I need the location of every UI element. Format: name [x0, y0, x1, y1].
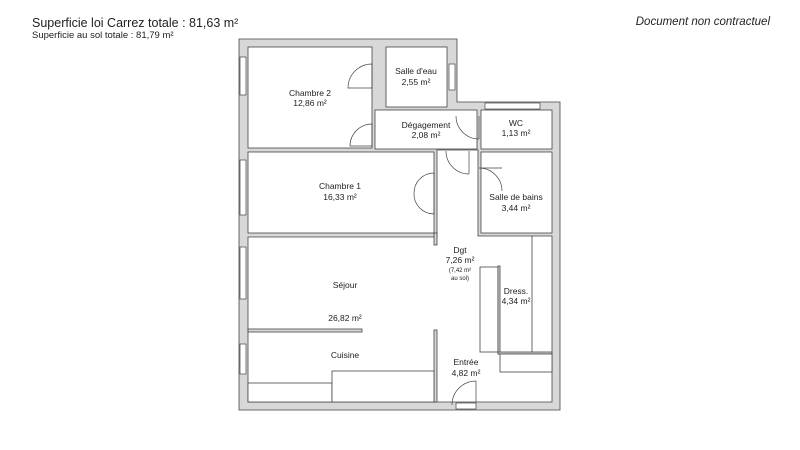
dress-shelf: [499, 353, 553, 373]
room-wc: [480, 109, 553, 150]
label-dgt: Dgt: [453, 245, 467, 255]
note-dgt-2: au sol): [451, 276, 469, 282]
kitchen-counter-1: [247, 382, 333, 403]
door-chambre1: [413, 172, 435, 215]
door-entree: [451, 380, 477, 406]
area-degagement: 2,08 m²: [412, 130, 441, 140]
room-chambre2: [247, 46, 373, 149]
area-salle-eau: 2,55 m²: [402, 77, 431, 87]
floor-total: Superficie au sol totale : 81,79 m²: [32, 30, 174, 41]
door-salle-bains: [478, 167, 503, 192]
windows: [239, 56, 541, 410]
note-dgt-1: (7,42 m²: [449, 268, 471, 274]
wall-entree: [433, 329, 438, 403]
room-chambre1: [247, 151, 435, 234]
room-salle-eau: [385, 46, 448, 108]
label-entree: Entrée: [453, 357, 478, 367]
area-salle-bains: 3,44 m²: [502, 203, 531, 213]
area-chambre1: 16,33 m²: [323, 192, 357, 202]
door-chambre2-b: [349, 123, 373, 147]
label-dress: Dress.: [504, 286, 529, 296]
label-degagement: Dégagement: [402, 120, 451, 130]
label-chambre1: Chambre 1: [319, 181, 361, 191]
door-dgt: [445, 150, 470, 175]
area-chambre2: 12,86 m²: [293, 98, 327, 108]
label-sejour: Séjour: [333, 280, 358, 290]
wall-dgt-stub: [433, 232, 438, 246]
door-degagement: [455, 115, 480, 140]
door-chambre2: [347, 63, 373, 89]
area-wc: 1,13 m²: [502, 128, 531, 138]
wall-sejour-cuisine: [247, 328, 363, 333]
area-dress: 4,34 m²: [502, 296, 531, 306]
disclaimer: Document non contractuel: [635, 16, 770, 28]
room-salle-bains: [480, 151, 553, 234]
label-cuisine: Cuisine: [331, 350, 360, 360]
area-sejour: 26,82 m²: [328, 313, 362, 323]
dress-closet: [479, 266, 499, 353]
kitchen-counter-2: [331, 370, 435, 403]
label-chambre2: Chambre 2: [289, 88, 331, 98]
area-entree: 4,82 m²: [452, 368, 481, 378]
label-wc: WC: [509, 118, 523, 128]
area-dgt: 7,26 m²: [446, 255, 475, 265]
dress-wall: [497, 265, 501, 355]
label-salle-eau: Salle d'eau: [395, 66, 437, 76]
label-salle-bains: Salle de bains: [489, 192, 542, 202]
carrez-total: Superficie loi Carrez totale : 81,63 m²: [32, 16, 239, 30]
